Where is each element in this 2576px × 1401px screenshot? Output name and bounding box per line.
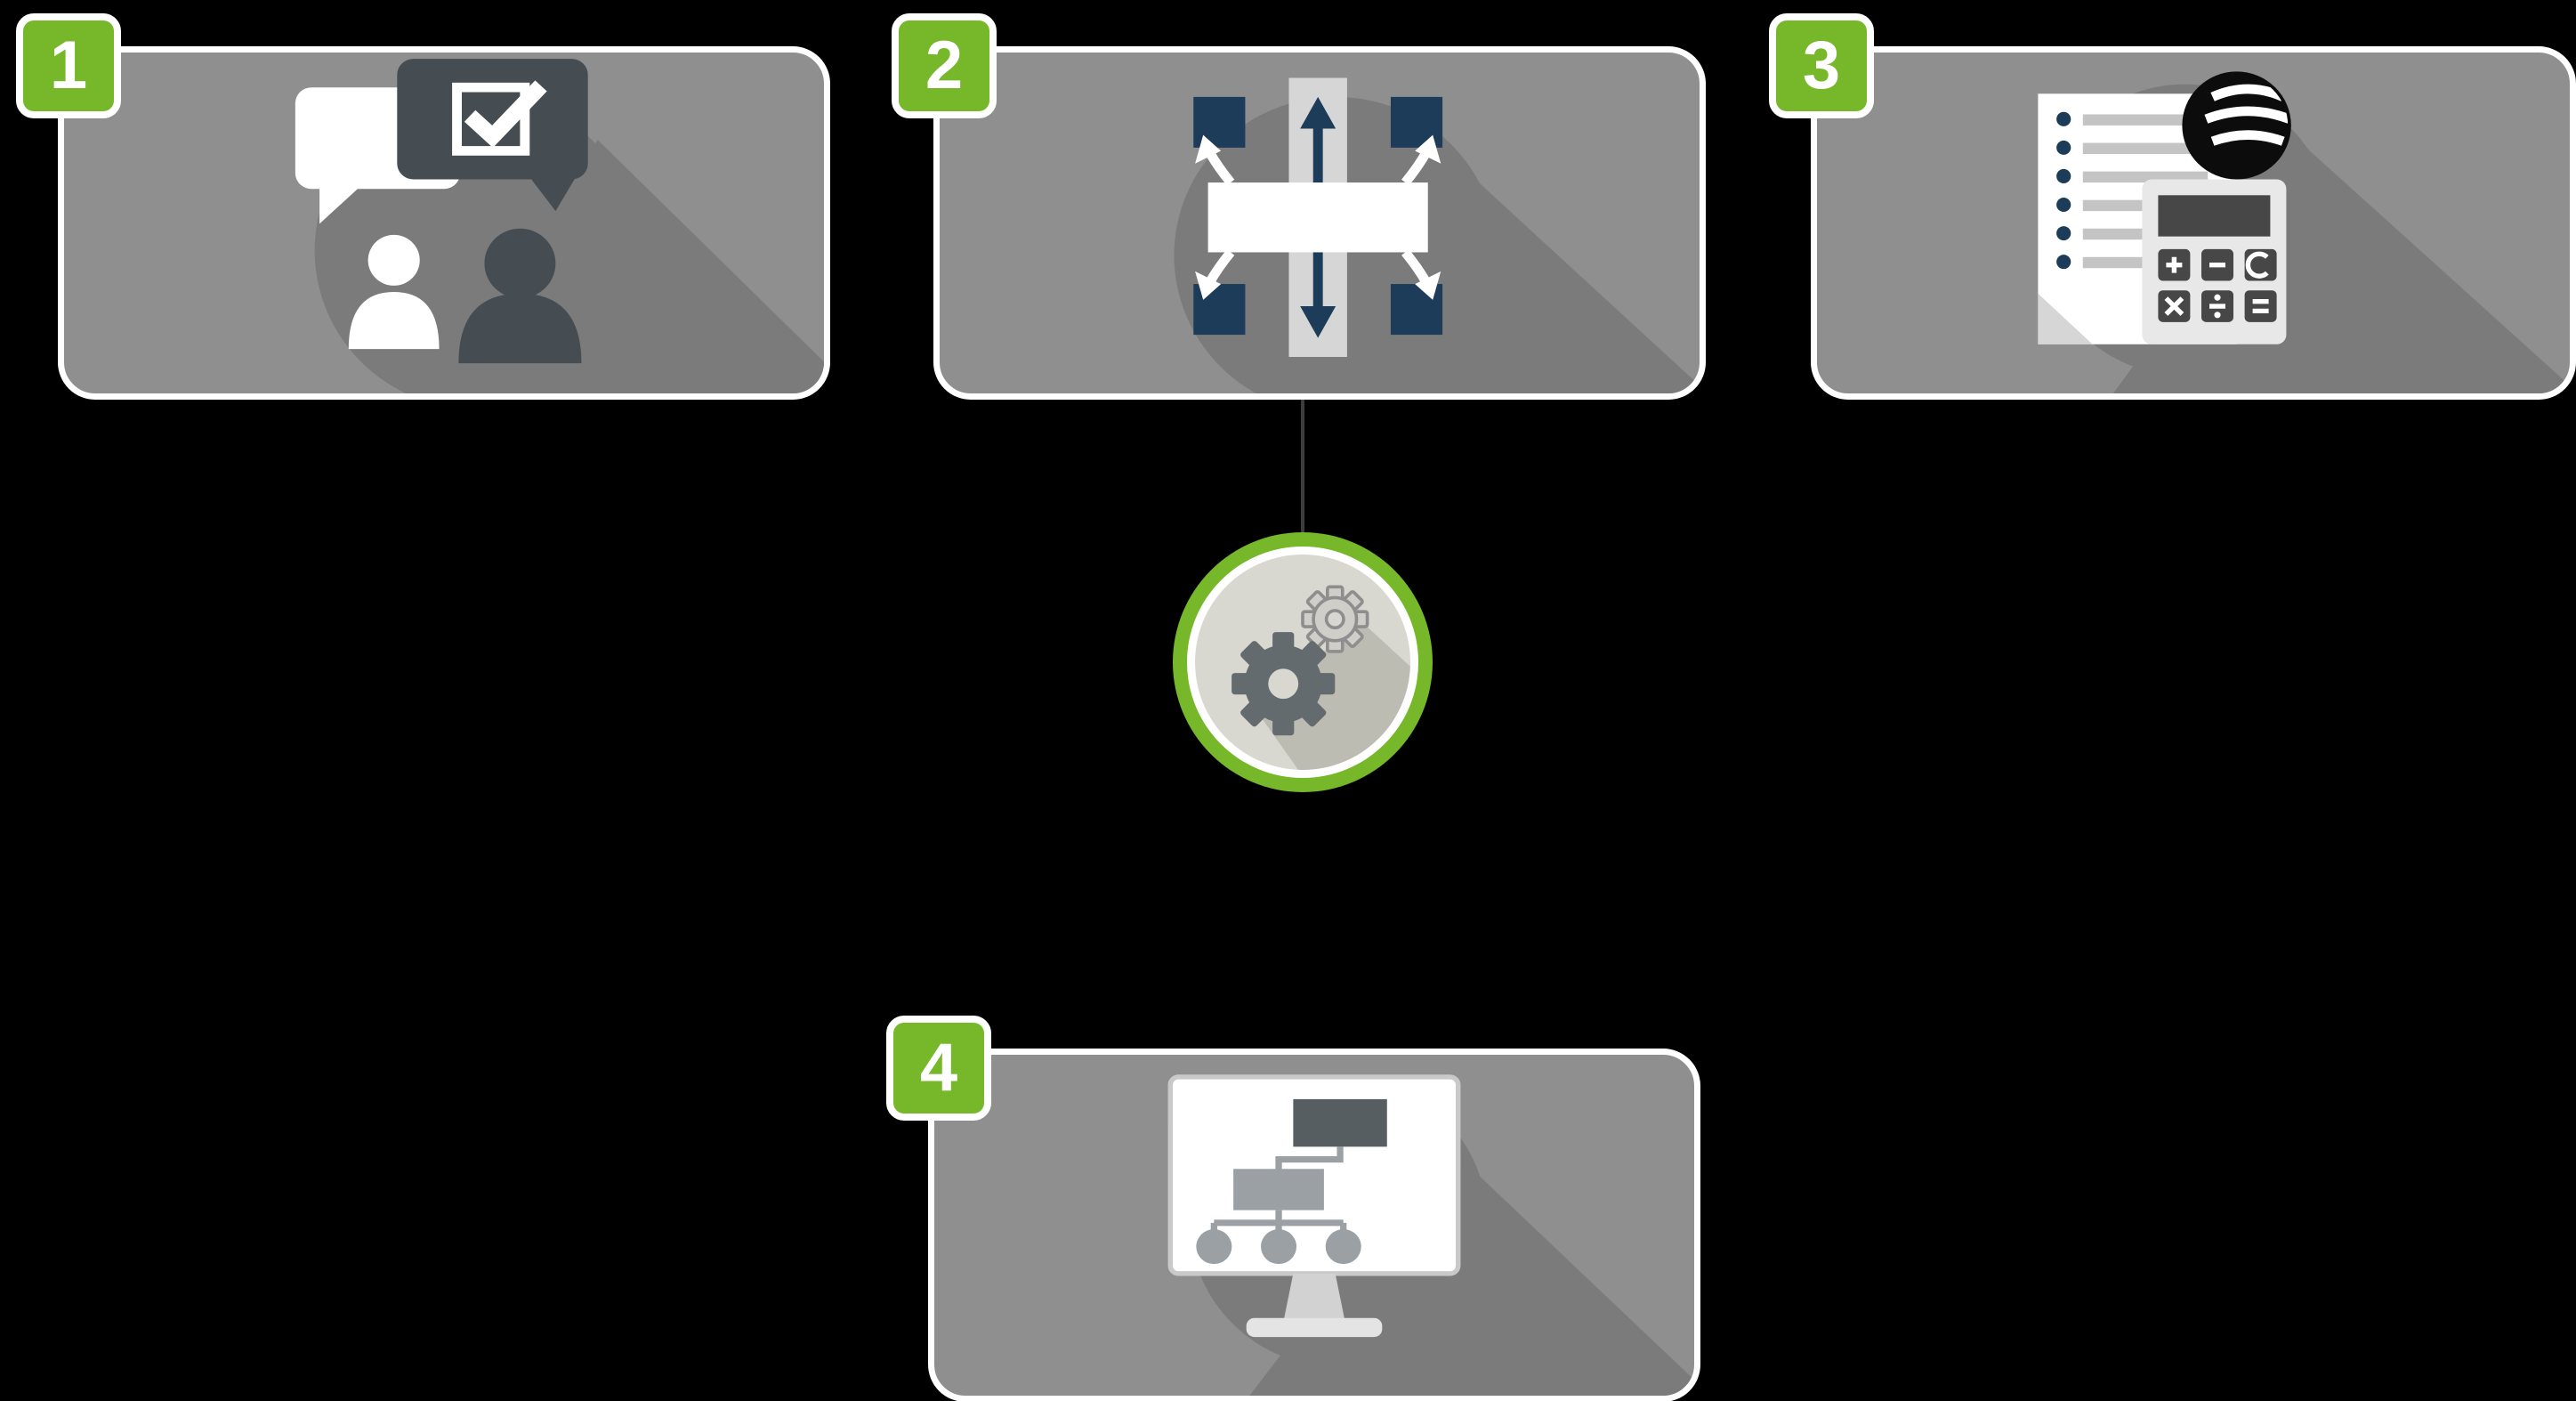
step-number: 2 — [925, 28, 964, 103]
step-number: 1 — [49, 28, 88, 103]
gears-icon — [1231, 585, 1410, 770]
conversation-check-icon — [295, 59, 824, 393]
step-card-1: 1 — [16, 13, 830, 400]
step-number: 3 — [1802, 28, 1841, 103]
large-gear — [1231, 632, 1336, 736]
checklist-calculator-icon — [2038, 71, 2570, 393]
step-card-3-panel — [1811, 46, 2576, 400]
person-dark — [458, 228, 582, 364]
sphere-logo — [2182, 71, 2291, 180]
flowchart — [1196, 1098, 1387, 1265]
calculator — [2142, 179, 2287, 344]
step-number-badge-2: 2 — [892, 13, 997, 118]
process-circle-face — [1195, 555, 1410, 770]
flowchart-monitor-icon — [1167, 1074, 1694, 1396]
step-card-2-panel — [933, 46, 1706, 400]
corner-squares — [1193, 96, 1443, 336]
process-circle-ring — [1187, 547, 1418, 778]
connector-line — [1301, 400, 1304, 535]
step-card-1-panel — [58, 46, 830, 400]
step-number-badge-4: 4 — [886, 1016, 991, 1121]
step-number-badge-3: 3 — [1769, 13, 1874, 118]
dimension-arrows-icon — [1174, 77, 1700, 393]
corner-arrowheads — [1195, 134, 1441, 300]
person-white — [348, 234, 440, 350]
step-card-4: 4 — [886, 1016, 1700, 1401]
step-card-3: 3 — [1769, 13, 2576, 400]
step-card-4-panel — [928, 1049, 1700, 1401]
speech-bubble-dark — [397, 59, 588, 212]
process-gears-circle — [1173, 532, 1433, 792]
step-number: 4 — [919, 1030, 958, 1105]
step-card-2: 2 — [892, 13, 1706, 400]
step-number-badge-1: 1 — [16, 13, 121, 118]
